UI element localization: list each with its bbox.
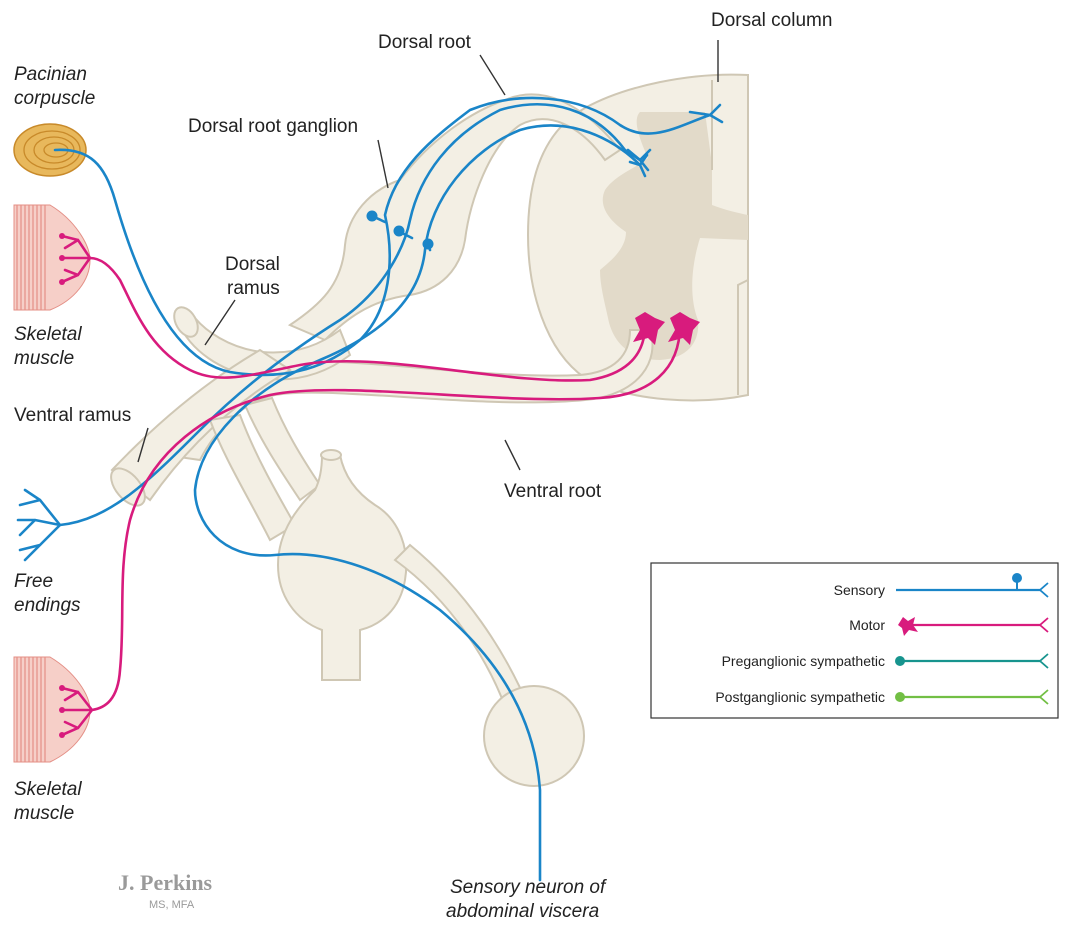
label-ventral-ramus: Ventral ramus xyxy=(14,405,131,426)
label-sensory-neuron-1: Sensory neuron of xyxy=(450,877,607,898)
legend-label-motor: Motor xyxy=(849,617,885,633)
label-free-endings-1: Free xyxy=(14,571,53,592)
label-skeletal-muscle-bottom-1: Skeletal xyxy=(14,779,82,800)
legend-label-sensory: Sensory xyxy=(834,582,885,598)
label-sensory-neuron-2: abdominal viscera xyxy=(446,901,599,922)
prevertebral-ganglion xyxy=(484,686,584,786)
ganglion-cell-body-3 xyxy=(423,239,434,250)
legend-label-postganglionic: Postganglionic sympathetic xyxy=(715,689,885,705)
label-dorsal-column: Dorsal column xyxy=(711,10,832,31)
ganglion-cell-body-2 xyxy=(394,226,405,237)
label-pacinian-2: corpuscle xyxy=(14,88,95,109)
label-dorsal-root-ganglion: Dorsal root ganglion xyxy=(188,116,358,137)
label-dorsal-ramus-1: Dorsal xyxy=(225,254,280,275)
ganglion-cell-body-1 xyxy=(367,211,378,222)
legend-label-preganglionic: Preganglionic sympathetic xyxy=(722,653,885,669)
label-skeletal-muscle-bottom-2: muscle xyxy=(14,803,74,824)
artist-signature: J. Perkins MS, MFA xyxy=(118,870,213,911)
pacinian-corpuscle xyxy=(14,124,86,176)
label-skeletal-muscle-top-1: Skeletal xyxy=(14,324,82,345)
signature-credentials: MS, MFA xyxy=(149,899,195,911)
label-dorsal-ramus-2: ramus xyxy=(227,278,280,299)
label-pacinian-1: Pacinian xyxy=(14,64,87,85)
free-endings-branches xyxy=(18,490,60,560)
motor-endplates xyxy=(59,233,65,738)
label-skeletal-muscle-top-2: muscle xyxy=(14,348,74,369)
signature-name: J. Perkins xyxy=(118,870,213,895)
sympathetic-chain-top xyxy=(321,450,341,460)
label-dorsal-root: Dorsal root xyxy=(378,32,472,53)
legend: Sensory Motor Preganglionic sympathetic … xyxy=(651,563,1058,718)
label-ventral-root: Ventral root xyxy=(504,481,602,502)
label-free-endings-2: endings xyxy=(14,595,81,616)
